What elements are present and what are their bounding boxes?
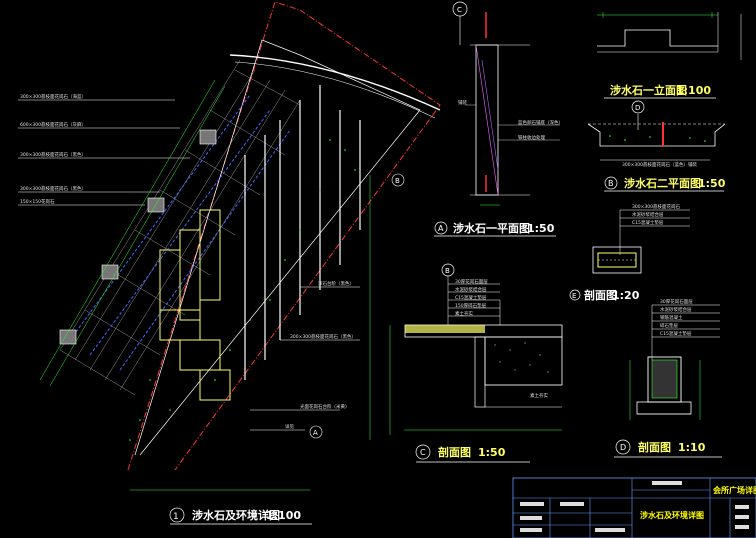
svg-text:1:100: 1:100 (266, 509, 301, 522)
svg-text:剖面图: 剖面图 (584, 288, 617, 302)
svg-text:300×300荔枝面花岗石（海蓝）: 300×300荔枝面花岗石（海蓝） (20, 93, 86, 100)
site-boundary-red (127, 1, 441, 471)
svg-text:涉水石一平面图: 涉水石一平面图 (453, 221, 530, 235)
svg-text:剖面图: 剖面图 (438, 445, 471, 459)
svg-text:铺装: 铺装 (458, 99, 467, 106)
dimension-lines (39, 79, 371, 491)
notes-main-plan: 300×300荔枝面花岗石（海蓝） 600×300荔枝面花岗石（灰麻） 300×… (20, 93, 356, 430)
title-main-plan: 1 涉水石及环境详图 1:100 (169, 507, 312, 525)
svg-text:B: B (445, 267, 450, 275)
title-section-e: E 剖面图 1:20 (569, 288, 640, 302)
plan-outline (134, 39, 421, 456)
svg-text:D: D (620, 443, 626, 452)
svg-text:涉水石二平面图: 涉水石二平面图 (624, 176, 701, 190)
callout-d-top: D (631, 100, 645, 114)
leader-lines-left (18, 99, 190, 206)
title-elevation-1: 涉水石一立面图 1:100 (604, 83, 716, 99)
svg-text:30厚花岗石面层: 30厚花岗石面层 (660, 298, 693, 305)
svg-text:600×300荔枝面花岗石（灰麻）: 600×300荔枝面花岗石（灰麻） (20, 121, 86, 128)
plan-a-view: C 蓝色卵石铺底（深色） 铁柱收边处理 铺装 A 涉水石一平面图 1:50 (434, 1, 563, 237)
section-e-view: 300×300荔枝面花岗石 水泥砂浆结合层 C15混凝土垫层 E 剖面图 1:2… (569, 203, 690, 302)
stepping-stones (59, 129, 217, 345)
svg-text:详见: 详见 (285, 423, 294, 430)
title-block: 会所广场详图 涉水石及环境详图 (512, 477, 756, 538)
section-c-view: B 30厚花岗石面层 水泥砂浆结合层 C15混凝土垫层 150厚碎石垫层 素土夯… (389, 263, 563, 463)
svg-text:水泥砂浆结合层: 水泥砂浆结合层 (455, 286, 487, 293)
section-d-view: 30厚花岗石面层 水泥砂浆结合层 钢筋混凝土 碎石垫层 C15混凝土垫层 D 剖… (614, 298, 722, 458)
svg-text:B: B (608, 179, 614, 188)
title-section-c: C 剖面图 1:50 (415, 444, 530, 463)
svg-text:C15混凝土垫层: C15混凝土垫层 (660, 330, 692, 337)
callout-b-plan: B (391, 173, 405, 187)
svg-text:C15混凝土垫层: C15混凝土垫层 (632, 219, 664, 226)
svg-text:B: B (395, 177, 400, 185)
svg-text:涉石台阶（黑色）: 涉石台阶（黑色） (318, 280, 354, 287)
main-plan-view: A B 300×300荔枝面花岗石（海蓝） 600×300荔枝面花岗石（灰麻） … (18, 1, 441, 525)
title-plan-b: B 涉水石二平面图 1:50 (604, 176, 726, 192)
title-block-sheet-title: 涉水石及环境详图 (640, 510, 704, 520)
svg-text:A: A (313, 429, 318, 437)
svg-text:1:20: 1:20 (612, 289, 640, 302)
svg-text:素土夯实: 素土夯实 (455, 310, 473, 317)
svg-text:光面花岗石台阶（米黄）: 光面花岗石台阶（米黄） (300, 403, 350, 410)
svg-text:蓝色卵石铺底（深色）: 蓝色卵石铺底（深色） (518, 119, 563, 126)
callout-a-main: A (309, 425, 323, 439)
svg-text:1:10: 1:10 (678, 441, 706, 454)
svg-text:300×300荔枝面花岗石（黑色）: 300×300荔枝面花岗石（黑色） (20, 185, 86, 192)
svg-text:A: A (438, 224, 444, 233)
svg-text:涉水石一立面图: 涉水石一立面图 (610, 83, 687, 97)
svg-text:素土夯实: 素土夯实 (530, 392, 548, 399)
svg-text:C: C (457, 6, 462, 14)
elevation-1-view: 涉水石一立面图 1:100 (597, 12, 742, 99)
svg-text:1:50: 1:50 (478, 446, 506, 459)
svg-text:150×150花岗石: 150×150花岗石 (20, 198, 55, 205)
svg-text:150厚碎石垫层: 150厚碎石垫层 (455, 302, 487, 309)
svg-text:1:50: 1:50 (527, 222, 555, 235)
planting-dots (129, 139, 356, 441)
curved-path-edge (229, 54, 441, 111)
planter-frames (159, 209, 231, 401)
svg-text:1:50: 1:50 (698, 177, 726, 190)
post-lines (244, 85, 361, 380)
plan-b-view: D 300×300荔枝面花岗石（蓝色）铺装 B 涉水石二平面图 1:50 (587, 100, 726, 192)
svg-text:剖面图: 剖面图 (638, 440, 671, 454)
callout-c-top: C (452, 1, 468, 17)
svg-text:D: D (635, 104, 640, 112)
svg-text:铁柱收边处理: 铁柱收边处理 (518, 134, 545, 141)
title-plan-a: A 涉水石一平面图 1:50 (434, 221, 556, 237)
leader-lines-right (250, 286, 360, 431)
svg-text:30厚花岗石面层: 30厚花岗石面层 (455, 278, 488, 285)
title-section-d: D 剖面图 1:10 (614, 439, 722, 458)
svg-text:C15混凝土垫层: C15混凝土垫层 (455, 294, 487, 301)
svg-text:300×300荔枝面花岗石（黑色）: 300×300荔枝面花岗石（黑色） (20, 151, 86, 158)
svg-text:1:100: 1:100 (676, 84, 711, 97)
paving-grid (59, 59, 301, 396)
svg-text:1: 1 (173, 512, 179, 522)
svg-text:300×300荔枝面花岗石（黑色）: 300×300荔枝面花岗石（黑色） (290, 333, 356, 340)
svg-text:碎石垫层: 碎石垫层 (660, 322, 678, 329)
svg-text:300×300荔枝面花岗石: 300×300荔枝面花岗石 (632, 203, 680, 210)
svg-text:C: C (420, 448, 426, 457)
svg-text:钢筋混凝土: 钢筋混凝土 (660, 314, 683, 321)
title-block-project: 会所广场详图 (713, 485, 756, 495)
svg-text:水泥砂浆结合层: 水泥砂浆结合层 (660, 306, 692, 313)
callout-b-section: B (441, 263, 455, 277)
svg-text:300×300荔枝面花岗石（蓝色）铺装: 300×300荔枝面花岗石（蓝色）铺装 (622, 161, 697, 168)
svg-text:水泥砂浆结合层: 水泥砂浆结合层 (632, 211, 664, 218)
svg-text:涉水石及环境详图: 涉水石及环境详图 (192, 508, 280, 522)
svg-text:E: E (572, 292, 576, 300)
